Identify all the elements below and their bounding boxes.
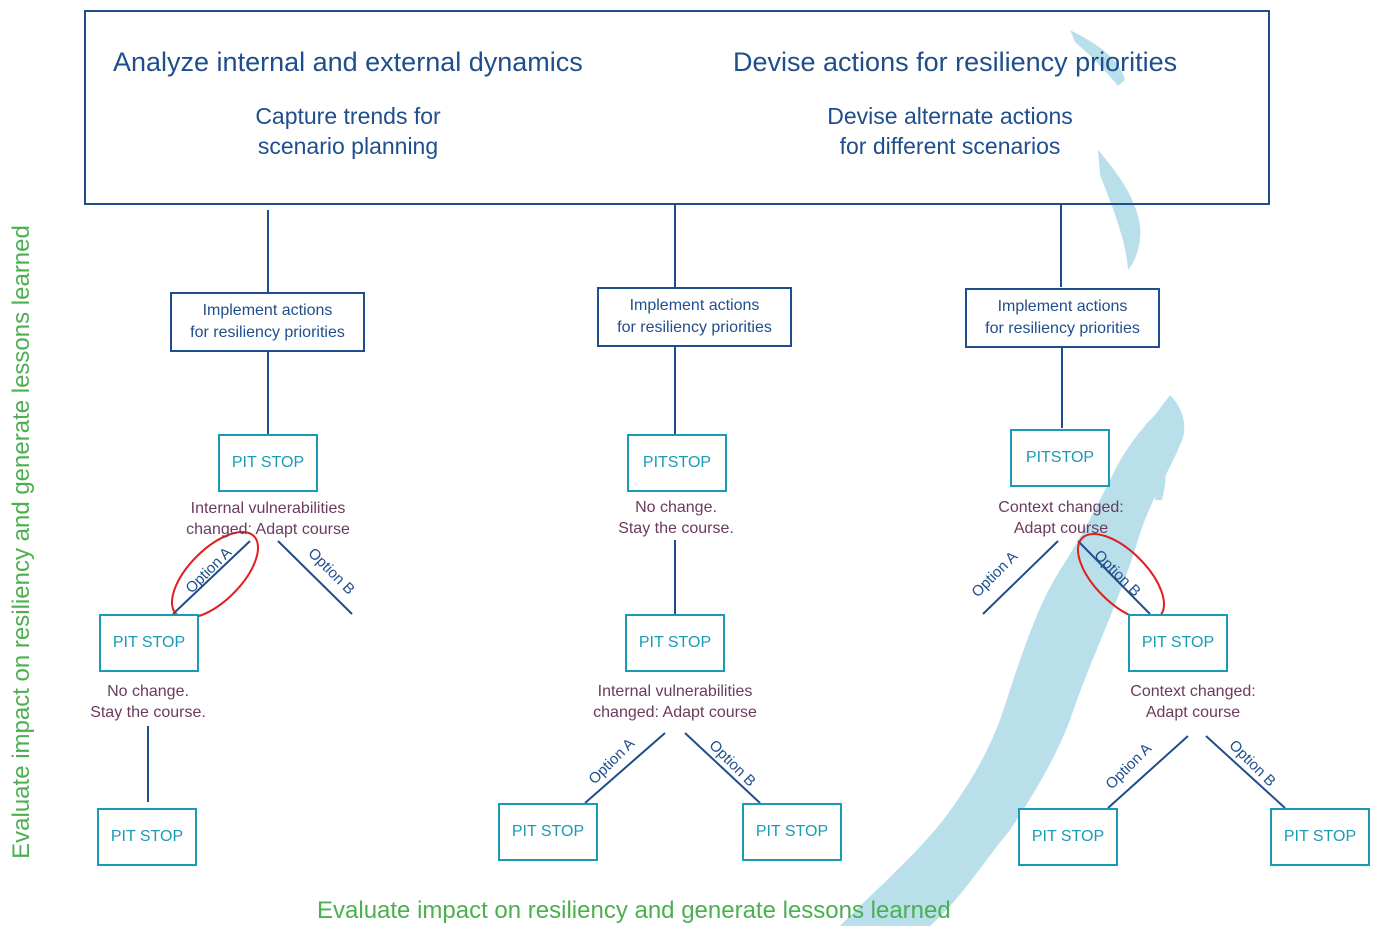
caption-line-1: Internal vulnerabilities (597, 683, 753, 700)
caption-nochange-middle: No change. Stay the course. (561, 497, 791, 539)
caption-internal-middle: Internal vulnerabilities changed: Adapt … (560, 681, 790, 723)
implement-line-2: for resiliency priorities (190, 324, 345, 341)
right-heading: Devise actions for resiliency priorities (733, 47, 1178, 77)
connector-right2-option-b (1205, 735, 1286, 809)
implement-box-right: Implement actions for resiliency priorit… (965, 288, 1160, 348)
right-sub-line-2: for different scenarios (839, 133, 1061, 159)
caption-line-2: changed: Adapt course (186, 521, 350, 538)
left-sub-line-2: scenario planning (257, 133, 439, 159)
caption-line-2: Stay the course. (90, 704, 206, 721)
pit-stop-left-2: PIT STOP (99, 614, 199, 672)
implement-box-middle: Implement actions for resiliency priorit… (597, 287, 792, 347)
pit-stop-right-2: PIT STOP (1128, 614, 1228, 672)
pit-stop-right-3b: PIT STOP (1270, 808, 1370, 866)
caption-context-right-2: Context changed: Adapt course (1078, 681, 1308, 723)
pit-stop-middle-3b: PIT STOP (742, 803, 842, 861)
caption-line-1: No change. (635, 499, 717, 516)
pit-stop-middle-1: PITSTOP (627, 434, 727, 492)
right-subheading: Devise alternate actions for different s… (795, 101, 1105, 161)
right-sub-line-1: Devise alternate actions (827, 103, 1073, 129)
caption-line-2: Stay the course. (618, 520, 734, 537)
pit-stop-left-1: PIT STOP (218, 434, 318, 492)
pit-stop-middle-3a: PIT STOP (498, 803, 598, 861)
implement-line-1: Implement actions (997, 298, 1128, 315)
pit-stop-right-1: PITSTOP (1010, 429, 1110, 487)
implement-line-2: for resiliency priorities (617, 319, 772, 336)
implement-line-1: Implement actions (202, 302, 333, 319)
caption-line-1: Context changed: (998, 499, 1124, 516)
top-planning-box (84, 10, 1270, 205)
evaluate-label-bottom: Evaluate impact on resiliency and genera… (317, 897, 951, 924)
evaluate-label-vertical: Evaluate impact on resiliency and genera… (8, 225, 35, 859)
implement-box-left: Implement actions for resiliency priorit… (170, 292, 365, 352)
caption-line-2: changed: Adapt course (593, 704, 757, 721)
connector-mid-option-a (584, 732, 666, 804)
caption-line-2: Adapt course (1013, 520, 1109, 537)
caption-line-2: Adapt course (1145, 704, 1241, 721)
left-heading: Analyze internal and external dynamics (113, 47, 583, 77)
connector-left-option-a (172, 540, 251, 615)
highlight-ellipse-left (170, 530, 260, 620)
connector-mid-option-b (684, 732, 761, 804)
caption-internal-left: Internal vulnerabilities changed: Adapt … (153, 498, 383, 540)
caption-nochange-left: No change. Stay the course. (33, 681, 263, 723)
caption-line-1: Context changed: (1130, 683, 1256, 700)
connector-right-option-b (1077, 540, 1151, 615)
caption-context-right: Context changed: Adapt course (946, 497, 1176, 539)
pit-stop-right-3a: PIT STOP (1018, 808, 1118, 866)
connector-right2-option-a (1107, 735, 1189, 809)
pit-stop-left-3: PIT STOP (97, 808, 197, 866)
pit-stop-middle-2: PIT STOP (625, 614, 725, 672)
left-subheading: Capture trends for scenario planning (198, 101, 498, 161)
left-sub-line-1: Capture trends for (255, 103, 441, 129)
caption-line-1: Internal vulnerabilities (190, 500, 346, 517)
implement-line-2: for resiliency priorities (985, 320, 1140, 337)
connector-right-option-a (982, 540, 1059, 615)
connector-left-option-b (277, 540, 353, 615)
caption-line-1: No change. (107, 683, 189, 700)
implement-line-1: Implement actions (629, 297, 760, 314)
